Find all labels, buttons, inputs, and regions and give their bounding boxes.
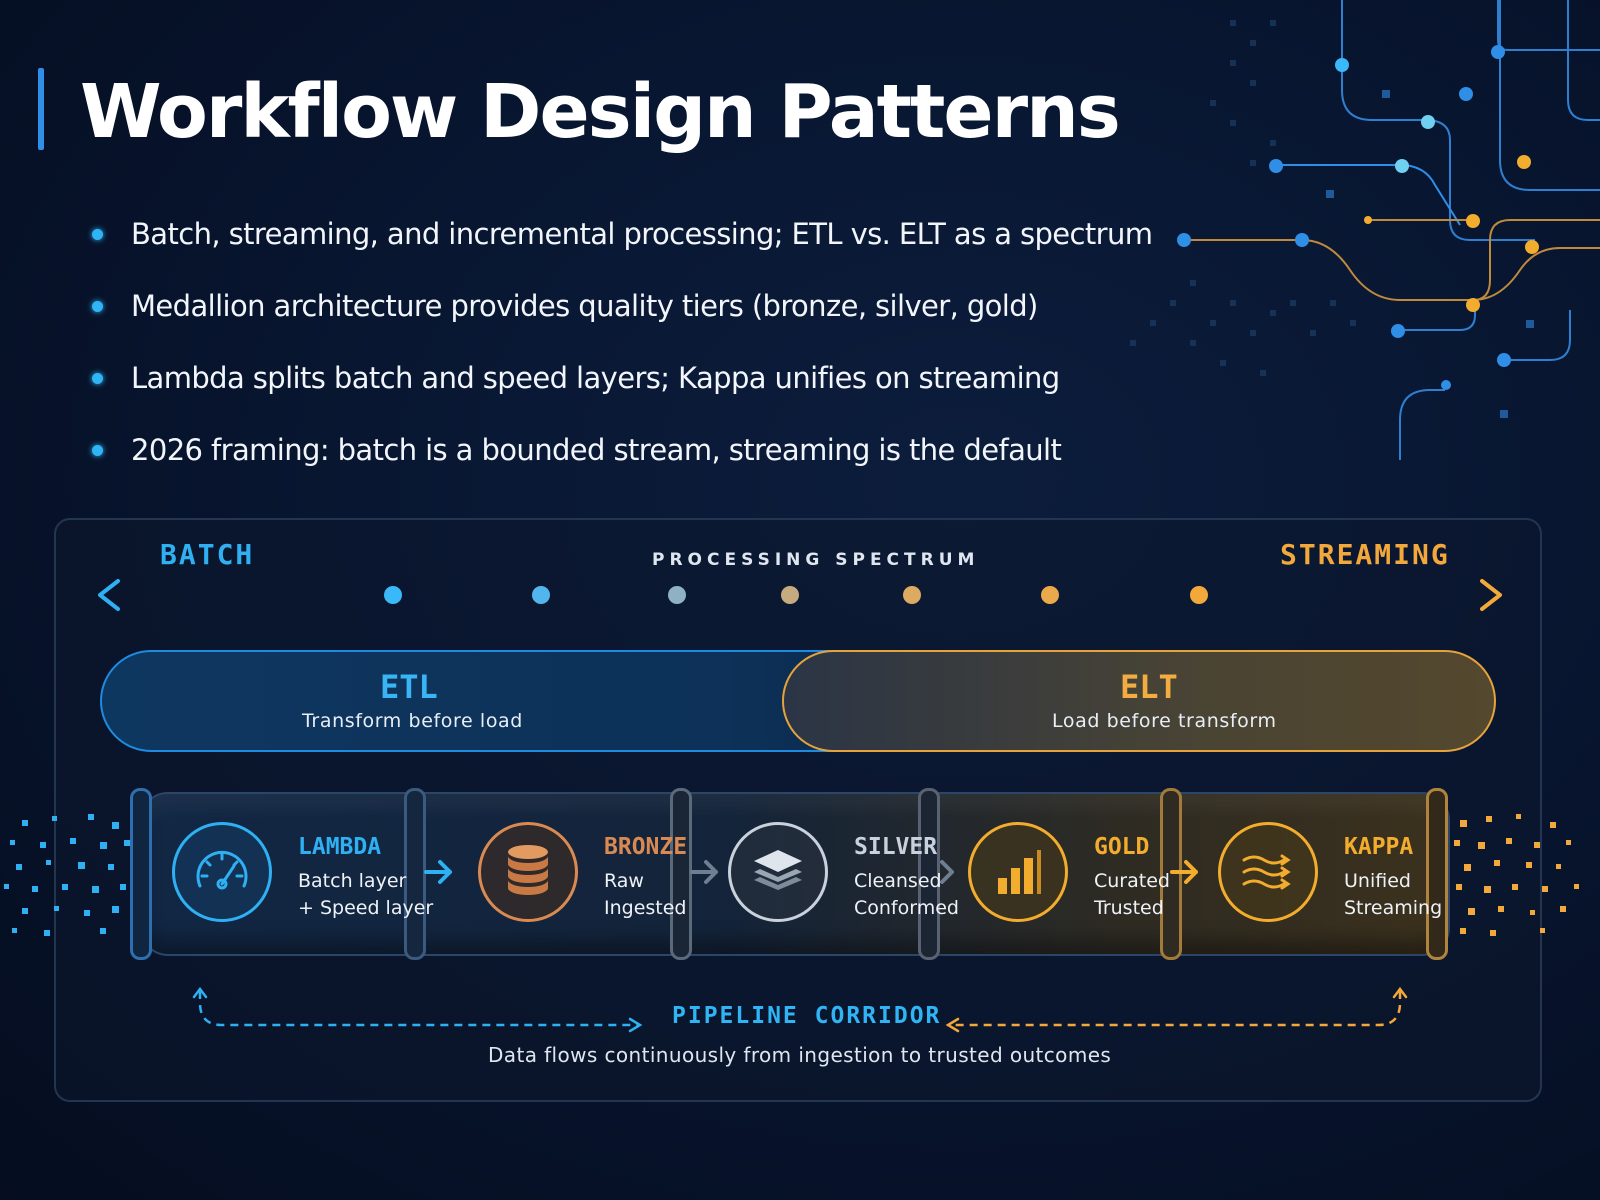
spectrum-marker <box>384 586 402 604</box>
stage-detail: + Speed layer <box>298 897 434 919</box>
bullet-item: Medallion architecture provides quality … <box>92 270 1152 342</box>
layers-icon <box>728 822 828 922</box>
corridor-label: PIPELINE CORRIDOR <box>672 1003 942 1029</box>
stage-name: BRONZE <box>604 834 688 860</box>
pipe-ring <box>404 788 426 960</box>
bullet-item: Batch, streaming, and incremental proces… <box>92 198 1153 270</box>
stage-detail: Curated <box>1094 870 1170 892</box>
stage-detail: Raw <box>604 870 644 892</box>
bullet-item: 2026 framing: batch is a bounded stream,… <box>92 414 1152 486</box>
stage-name: KAPPA <box>1344 834 1414 860</box>
spectrum-marker <box>781 586 799 604</box>
up-arrow-icon <box>192 986 208 999</box>
database-icon <box>478 822 578 922</box>
spectrum-marker <box>903 586 921 604</box>
stage-detail: Cleansed <box>854 870 942 892</box>
stage-name: GOLD <box>1094 834 1150 860</box>
bullet-text: 2026 framing: batch is a bounded stream,… <box>131 433 1062 467</box>
title-accent-bar <box>38 68 44 150</box>
pipe-ring <box>1426 788 1448 960</box>
bullet-item: Lambda splits batch and speed layers; Ka… <box>92 342 1152 414</box>
bar-chart-icon <box>968 822 1068 922</box>
stage-name: SILVER <box>854 834 938 860</box>
flow-arrow-icon <box>1170 860 1198 884</box>
right-arrow-icon <box>628 1017 643 1033</box>
spectrum-marker <box>532 586 550 604</box>
elt-title: ELT <box>1120 668 1178 706</box>
spectrum-marker <box>668 586 686 604</box>
right-arrowhead-icon <box>1480 579 1502 611</box>
stage-detail: Trusted <box>1094 897 1164 919</box>
stage-detail: Conformed <box>854 897 959 919</box>
gauge-icon <box>172 822 272 922</box>
corridor-arrows <box>192 986 1408 1033</box>
stage-detail: Unified <box>1344 870 1411 892</box>
pipe-ring <box>918 788 940 960</box>
bullet-dot-icon <box>92 300 103 312</box>
etl-subtitle: Transform before load <box>302 710 523 732</box>
outgoing-data-dots <box>1454 814 1579 936</box>
left-arrow-icon <box>945 1017 960 1033</box>
elt-subtitle: Load before transform <box>1052 710 1277 732</box>
bullet-dot-icon <box>92 444 103 456</box>
waves-icon <box>1218 822 1318 922</box>
stage-detail: Ingested <box>604 897 687 919</box>
circuit-decoration <box>1130 0 1600 460</box>
bullet-dot-icon <box>92 372 103 384</box>
elt-band <box>782 650 1496 752</box>
spectrum-axis <box>98 579 1502 611</box>
bullet-text: Medallion architecture provides quality … <box>131 289 1038 323</box>
spectrum-marker <box>1041 586 1059 604</box>
page-title: Workflow Design Patterns <box>80 69 1121 155</box>
pipe-ring <box>130 788 152 960</box>
batch-label: BATCH <box>160 538 255 571</box>
etl-title: ETL <box>380 668 438 706</box>
flow-arrow-icon <box>424 860 452 884</box>
left-arrowhead-icon <box>98 579 120 611</box>
bullet-list: Batch, streaming, and incremental proces… <box>92 198 1153 486</box>
up-arrow-icon <box>1392 986 1408 999</box>
corridor-subtitle: Data flows continuously from ingestion t… <box>488 1043 1112 1067</box>
bullet-dot-icon <box>92 228 103 240</box>
stage-name: LAMBDA <box>298 834 382 860</box>
stage-detail: Batch layer <box>298 870 407 892</box>
bullet-text: Lambda splits batch and speed layers; Ka… <box>131 361 1060 395</box>
flow-arrow-icon <box>690 860 718 884</box>
flow-chevron-icon <box>940 860 954 884</box>
spectrum-marker <box>1190 586 1208 604</box>
processing-spectrum-label: PROCESSING SPECTRUM <box>652 550 980 570</box>
pipe-ring <box>670 788 692 960</box>
incoming-data-dots <box>4 814 130 936</box>
streaming-label: STREAMING <box>1280 538 1450 571</box>
bullet-text: Batch, streaming, and incremental proces… <box>131 217 1153 251</box>
stage-detail: Streaming <box>1344 897 1443 919</box>
